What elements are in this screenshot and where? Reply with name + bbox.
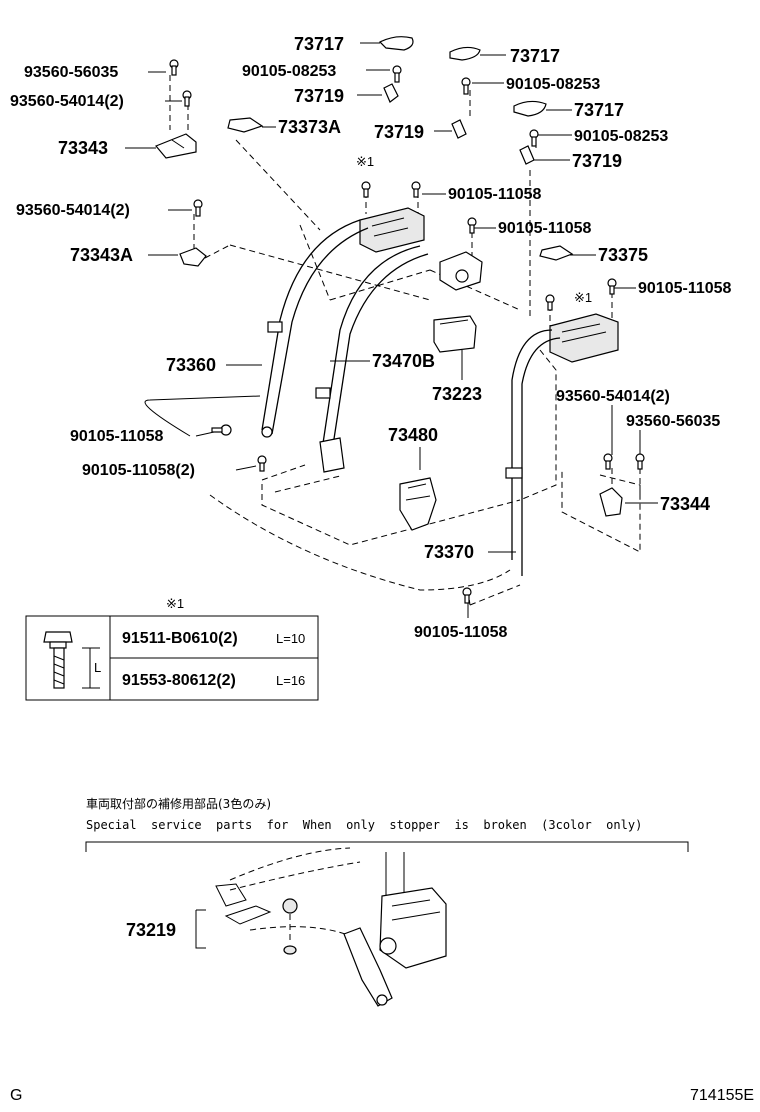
label-73470b: 73470B	[372, 351, 435, 371]
bolt-icon	[545, 294, 555, 311]
label-73219: 73219	[126, 920, 176, 940]
label-93560-54014: 93560-54014(2)	[10, 93, 124, 110]
clip-73719-icon	[451, 119, 467, 139]
belt-73470b	[321, 245, 421, 451]
leader-lines	[125, 42, 658, 949]
label-73719: 73719	[374, 122, 424, 142]
label-93560-56035: 93560-56035	[626, 413, 720, 430]
label-mark1: ※1	[356, 154, 374, 169]
label-90105-11058: 90105-11058	[448, 186, 542, 203]
label-mark1: ※1	[574, 290, 592, 305]
bolt-icon	[529, 129, 539, 147]
bolt-icon	[467, 217, 477, 234]
service-note-jp: 車両取付部の補修用部品(3色のみ)	[86, 796, 271, 811]
bolt-icon	[257, 455, 267, 472]
label-73719: 73719	[572, 151, 622, 171]
bolt-icon	[392, 65, 402, 83]
retractor-detail	[379, 887, 447, 969]
cap-73717-icon	[378, 36, 414, 51]
part-labels: 73717 73717 73717 93560-56035 93560-5401…	[10, 34, 732, 641]
label-73375: 73375	[598, 245, 648, 265]
label-90105-11058: 90105-11058	[498, 220, 592, 237]
retractor-right	[549, 313, 619, 363]
label-73717: 73717	[574, 100, 624, 120]
footer-left: G	[10, 1087, 22, 1104]
label-93560-54014: 93560-54014(2)	[556, 388, 670, 405]
anchor-cover-73343a	[179, 247, 207, 267]
retractor-center	[359, 207, 425, 253]
cover-73373a	[227, 117, 264, 133]
bolt-table-mark: ※1	[166, 596, 184, 611]
cover-73375	[539, 245, 574, 261]
bolt-part-number: 91553-80612(2)	[122, 672, 236, 689]
bolt-icon	[193, 199, 203, 217]
bolt-icon	[361, 181, 371, 198]
parts-art	[155, 36, 645, 604]
screw-icon	[169, 59, 179, 76]
label-90105-11058: 90105-11058	[638, 280, 732, 297]
label-90105-11058: 90105-11058	[414, 624, 508, 641]
label-73343: 73343	[58, 138, 108, 158]
stopper-detail: 73219	[126, 847, 447, 1007]
anchor-cover-73344	[599, 487, 623, 517]
label-73717: 73717	[510, 46, 560, 66]
label-73343a: 73343A	[70, 245, 133, 265]
bolt-icon	[607, 278, 617, 295]
cap-73717-icon	[513, 100, 547, 117]
length-symbol: L	[94, 660, 101, 675]
cap-73717-icon	[449, 46, 481, 61]
label-73223: 73223	[432, 384, 482, 404]
screw-icon	[603, 453, 613, 470]
clip-73719-icon	[519, 145, 535, 165]
anchor-cover-73343	[155, 133, 197, 159]
label-73344: 73344	[660, 494, 710, 514]
label-90105-11058: 90105-11058	[70, 428, 164, 445]
label-73480: 73480	[388, 425, 438, 445]
bolt-part-number: 91511-B0610(2)	[122, 630, 238, 647]
bolt-icon	[462, 587, 472, 604]
screw-icon	[635, 453, 645, 470]
bolt-icon	[211, 424, 232, 436]
label-90105-08253: 90105-08253	[574, 128, 668, 145]
belt-73360	[261, 219, 361, 431]
bolt-length: L=10	[276, 631, 305, 646]
label-73373a: 73373A	[278, 117, 341, 137]
service-note-en: Special service parts for When only stop…	[86, 818, 642, 832]
label-90105-11058-2: 90105-11058(2)	[82, 462, 195, 479]
clip-73719-icon	[383, 83, 399, 103]
label-93560-56035: 93560-56035	[24, 64, 118, 81]
label-73717: 73717	[294, 34, 344, 54]
bracket-73480	[399, 477, 437, 531]
label-73719: 73719	[294, 86, 344, 106]
bolt-table: ※1 L 91511-B0610(2) L=10 91553-80612(2) …	[25, 596, 319, 701]
screw-icon	[182, 90, 192, 107]
service-note: 車両取付部の補修用部品(3色のみ) Special service parts …	[85, 796, 689, 852]
belt-73370	[511, 329, 553, 560]
belt-detail	[343, 927, 393, 1007]
label-73370: 73370	[424, 542, 474, 562]
bolt-length: L=16	[276, 673, 305, 688]
label-93560-54014: 93560-54014(2)	[16, 202, 130, 219]
buckle-73223	[433, 315, 477, 353]
footer-right: 714155E	[690, 1087, 754, 1104]
bolt-icon	[461, 77, 471, 95]
label-90105-08253: 90105-08253	[506, 76, 600, 93]
label-73360: 73360	[166, 355, 216, 375]
bolt-icon	[411, 181, 421, 198]
label-90105-08253: 90105-08253	[242, 63, 336, 80]
stopper-button-icon	[282, 898, 298, 955]
flange-bolt-icon	[43, 631, 73, 689]
